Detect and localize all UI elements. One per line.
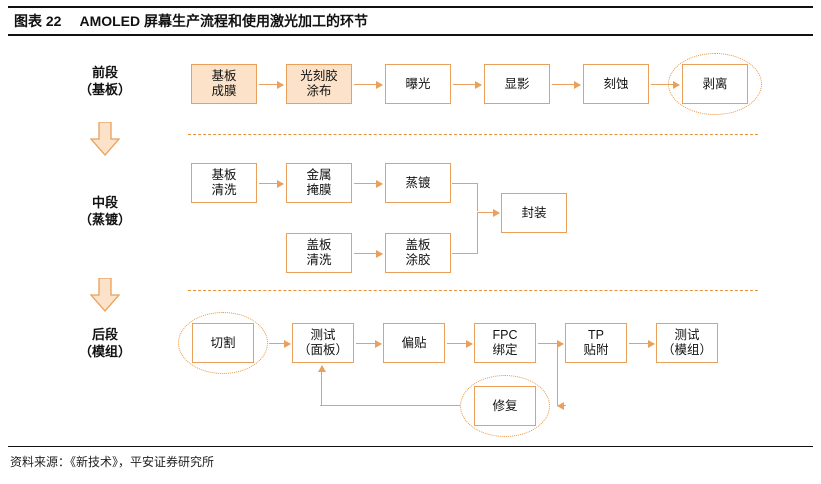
connector-coverglue-to-encapsulation-v	[477, 212, 479, 254]
figure-title: AMOLED 屏幕生产流程和使用激光加工的环节	[79, 13, 369, 29]
source-text: 资料来源：《新技术》，平安证券研究所	[10, 455, 215, 469]
process-box-cover-clean[interactable]: 盖板 清洗	[286, 233, 352, 273]
process-box-metal-mask[interactable]: 金属 掩膜	[286, 163, 352, 203]
box-label: 偏贴	[401, 335, 427, 350]
stage-label-back: 后段 （模组）	[60, 326, 150, 360]
connector-repair-feed-v	[557, 343, 559, 406]
process-box-develop[interactable]: 显影	[484, 64, 550, 104]
box-label: 刻蚀	[603, 76, 629, 91]
arrow-mid-1	[259, 178, 284, 190]
box-label: 测试 （模组）	[661, 328, 712, 357]
arrow-mid-3	[354, 248, 383, 260]
process-box-test-panel[interactable]: 测试 （面板）	[292, 323, 354, 363]
stage-mid-line1: 中段	[91, 195, 118, 210]
stage-back-line2: （模组）	[78, 344, 131, 359]
process-box-polarizer[interactable]: 偏贴	[383, 323, 445, 363]
box-label: TP 贴附	[583, 328, 609, 357]
box-label: 蒸镀	[405, 175, 431, 190]
stage-mid-line2: （蒸镀）	[78, 212, 131, 227]
arrow-repair-in	[558, 405, 566, 407]
highlight-strip-ellipse	[668, 53, 762, 115]
box-label: 基板 清洗	[211, 168, 237, 197]
figure-header: 图表 22 AMOLED 屏幕生产流程和使用激光加工的环节	[8, 6, 813, 36]
figure-number: 图表 22	[14, 13, 62, 29]
box-label: 盖板 清洗	[306, 238, 332, 267]
process-box-substrate-clean[interactable]: 基板 清洗	[191, 163, 257, 203]
box-label: FPC 绑定	[492, 328, 518, 357]
stage-label-mid: 中段 （蒸镀）	[60, 194, 150, 228]
process-box-cover-glue[interactable]: 盖板 涂胶	[385, 233, 451, 273]
process-box-photoresist-coat[interactable]: 光刻胶 涂布	[286, 64, 352, 104]
process-box-etch[interactable]: 刻蚀	[583, 64, 649, 104]
box-label: 测试 （面板）	[297, 328, 348, 357]
highlight-repair-ellipse	[460, 375, 550, 437]
stage-front-line2: （基板）	[78, 82, 131, 97]
box-label: 光刻胶 涂布	[300, 69, 338, 98]
connector-evaporation-to-encapsulation-h	[452, 183, 478, 185]
arrow-back-1	[269, 338, 291, 350]
process-box-encapsulation[interactable]: 封装	[501, 193, 567, 233]
box-label: 金属 掩膜	[306, 168, 332, 197]
process-box-evaporation[interactable]: 蒸镀	[385, 163, 451, 203]
section-divider-2	[188, 290, 758, 291]
stage-back-line1: 后段	[91, 327, 118, 342]
arrow-front-2	[354, 79, 383, 91]
process-box-fpc-bonding[interactable]: FPC 绑定	[474, 323, 536, 363]
stage-transition-arrow-1	[90, 122, 120, 156]
process-box-tp-attach[interactable]: TP 贴附	[565, 323, 627, 363]
arrow-back-2	[356, 338, 382, 350]
box-label: 曝光	[405, 76, 431, 91]
arrow-back-5	[629, 338, 655, 350]
connector-coverglue-to-encapsulation-h	[452, 253, 478, 255]
arrow-mid-2	[354, 178, 383, 190]
arrow-front-3	[453, 79, 482, 91]
arrow-front-1	[259, 79, 284, 91]
box-label: 盖板 涂胶	[405, 238, 431, 267]
process-box-test-module[interactable]: 测试 （模组）	[656, 323, 718, 363]
section-divider-1	[188, 134, 758, 135]
connector-repair-out-h	[320, 405, 460, 407]
highlight-cutting-ellipse	[178, 312, 268, 374]
box-label: 显影	[504, 76, 530, 91]
process-box-exposure[interactable]: 曝光	[385, 64, 451, 104]
arrow-front-4	[552, 79, 581, 91]
stage-transition-arrow-2	[90, 278, 120, 312]
connector-evaporation-to-encapsulation-v	[477, 183, 479, 211]
stage-front-line1: 前段	[91, 65, 118, 80]
arrow-repair-out	[316, 365, 328, 372]
arrow-mid-to-encapsulation	[477, 207, 500, 219]
stage-label-front: 前段 （基板）	[60, 64, 150, 98]
process-box-substrate-film[interactable]: 基板 成膜	[191, 64, 257, 104]
box-label: 封装	[521, 205, 547, 220]
arrow-back-4	[538, 338, 564, 350]
arrow-back-3	[447, 338, 473, 350]
connector-repair-out-v	[321, 366, 323, 406]
figure-footer: 资料来源：《新技术》，平安证券研究所	[8, 446, 813, 474]
box-label: 基板 成膜	[211, 69, 237, 98]
